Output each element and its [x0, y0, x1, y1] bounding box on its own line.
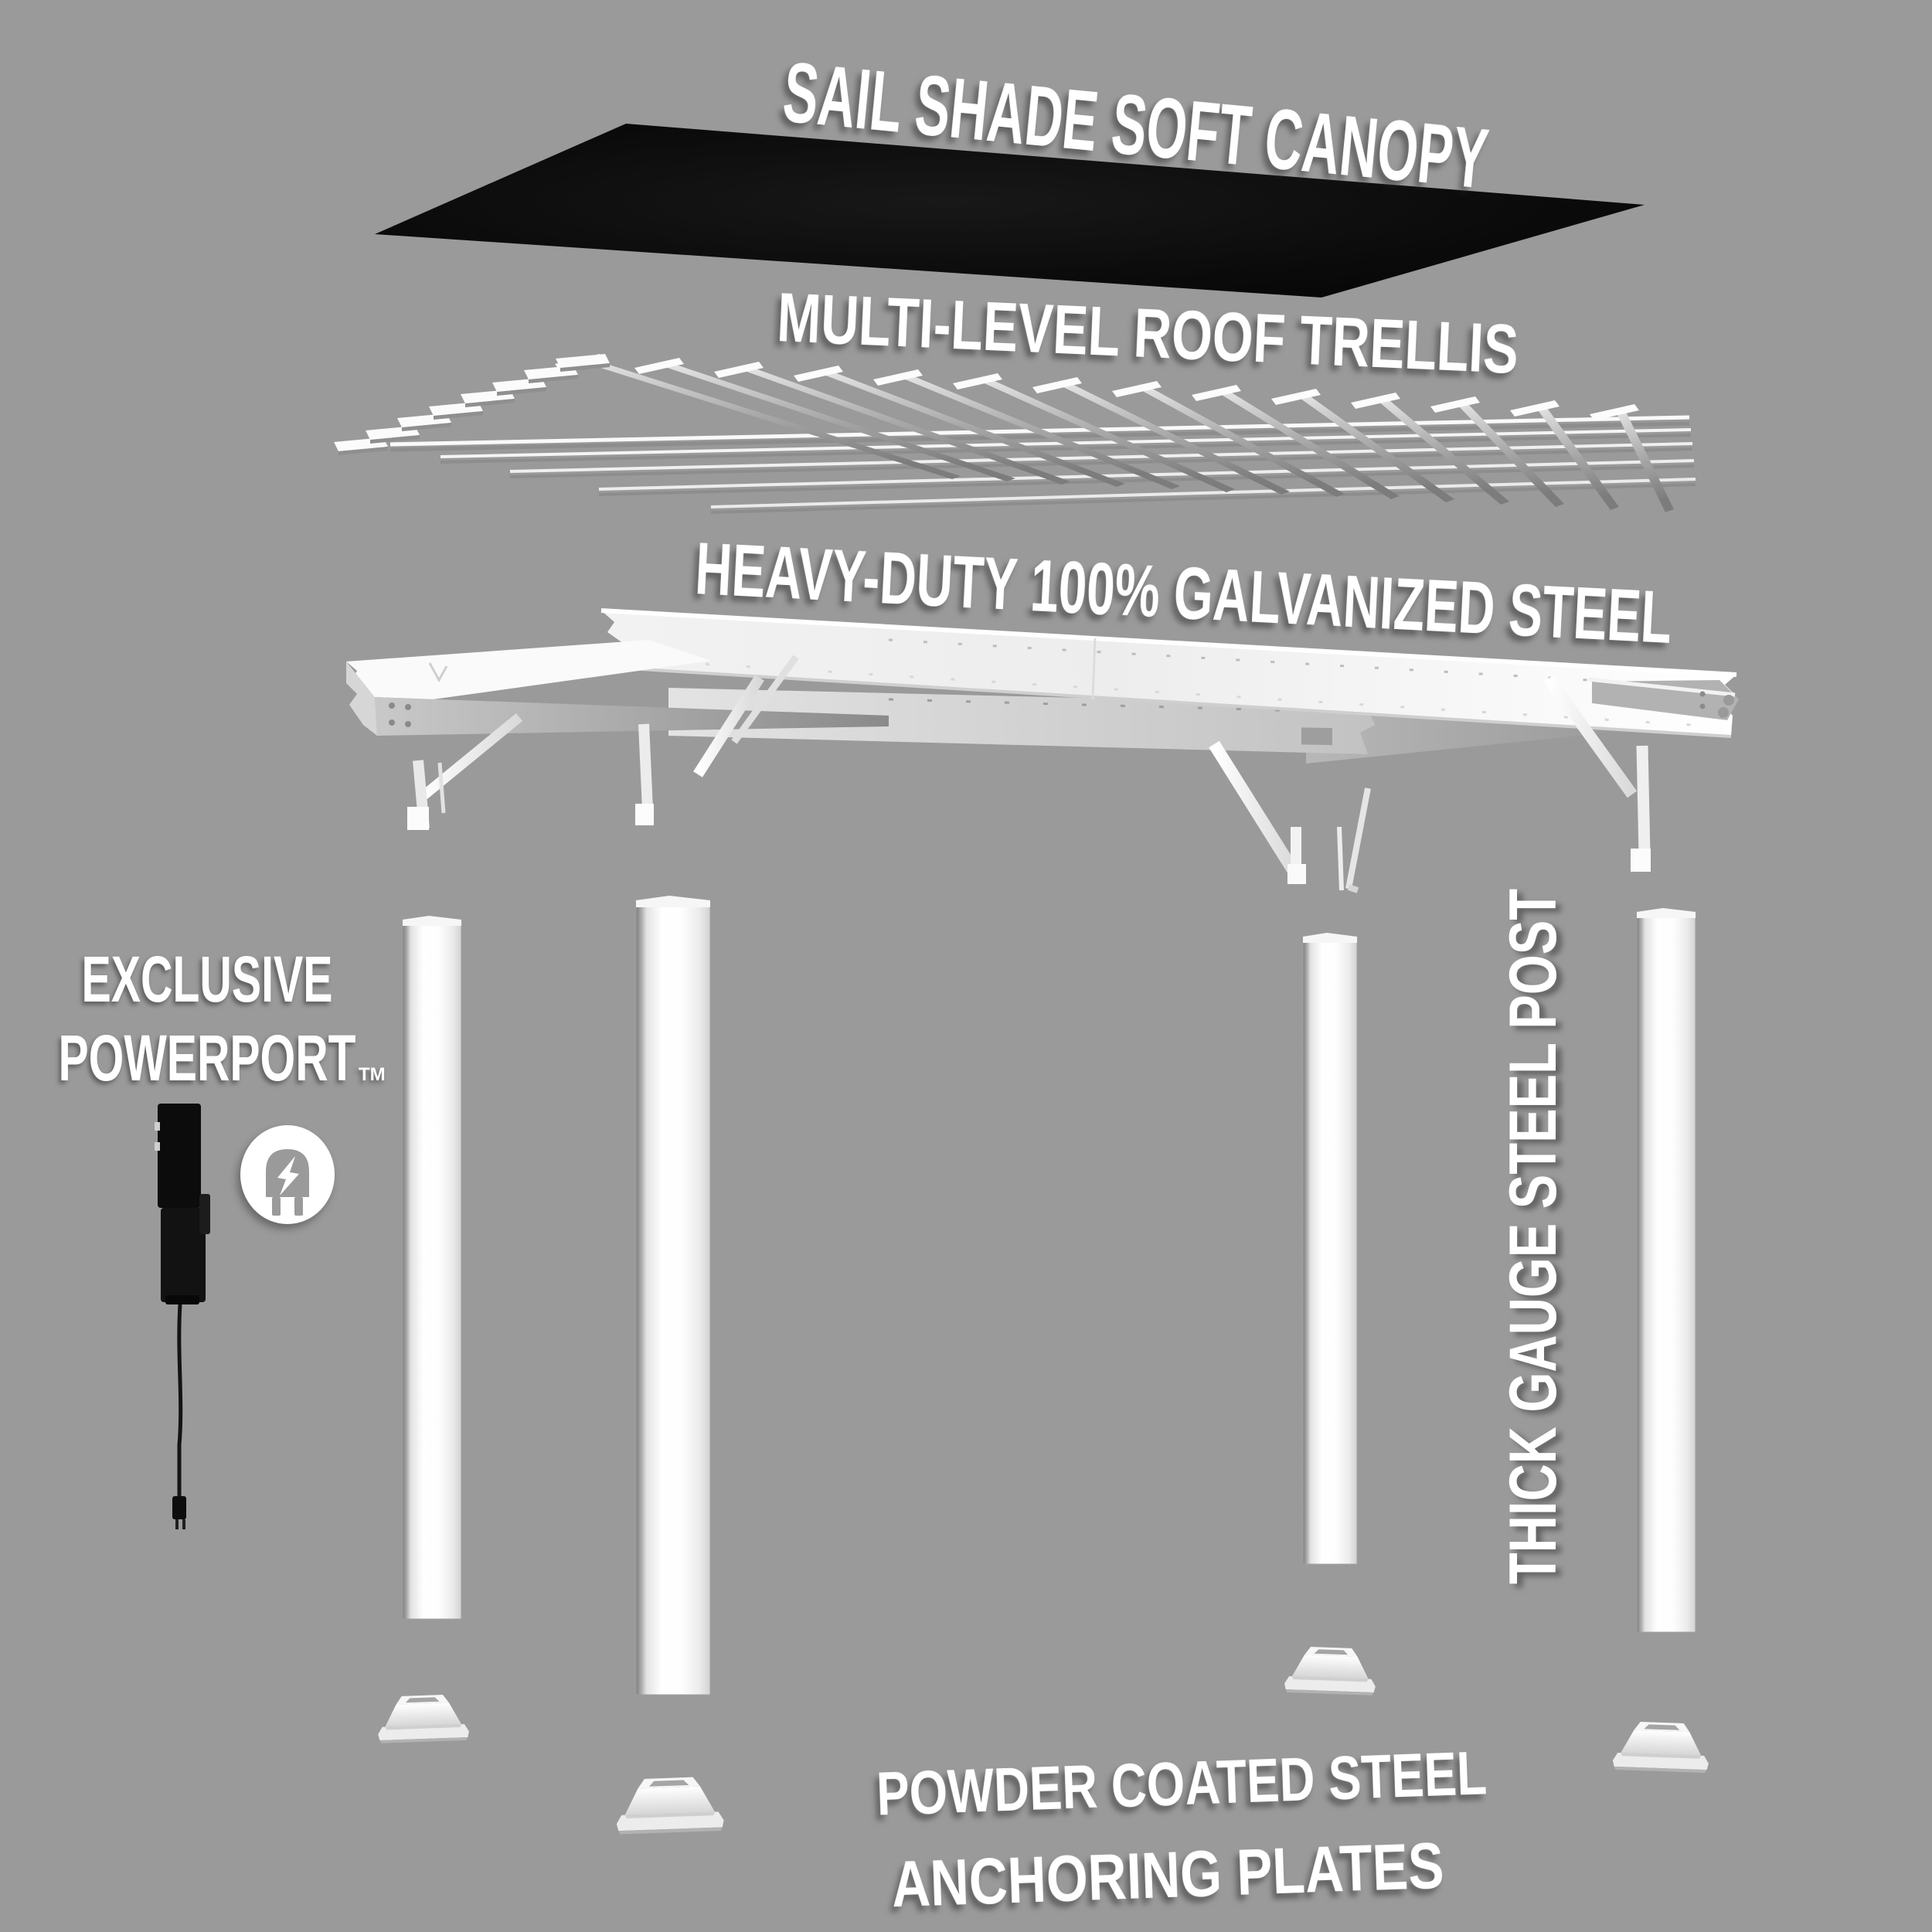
post-3	[1302, 933, 1358, 1565]
power-cord	[177, 1304, 183, 1498]
steel-posts	[402, 896, 1696, 1696]
post-1	[402, 916, 462, 1620]
rear-knee-braces	[1337, 787, 1371, 893]
right-rafter-bracket	[1587, 677, 1739, 720]
post-2	[635, 896, 711, 1696]
anchor-plate-3	[1284, 1645, 1377, 1696]
trellis-blades	[581, 359, 1674, 512]
post-4	[1636, 908, 1696, 1633]
knee-braces	[407, 655, 1651, 884]
anchor-plate-1	[376, 1693, 470, 1743]
sail-shade-canopy	[375, 124, 1645, 298]
cord-plug	[172, 1496, 186, 1519]
front-beam	[601, 611, 1736, 736]
roof-trellis	[334, 354, 1696, 514]
powerport-label-line1: EXCLUSIVE	[82, 943, 333, 1015]
trellis-label: MULTI-LEVEL ROOF TRELLIS	[776, 279, 1520, 389]
lightning-bolt-icon	[277, 1156, 299, 1196]
plates-label-line1: POWDER COATED STEEL	[876, 1738, 1488, 1828]
powerport-label-line2: POWERPORT	[59, 1022, 356, 1094]
plates-label-line2: ANCHORING PLATES	[890, 1829, 1445, 1921]
trellis-rails	[389, 415, 1696, 514]
galvanized-steel-frame	[346, 608, 1739, 893]
anchor-plate-4	[1612, 1720, 1710, 1774]
powerport-group: EXCLUSIVE POWERPORT TM	[59, 943, 386, 1529]
powerport-tm: TM	[359, 1064, 386, 1085]
post-label-vertical: THICK GAUGE STEEL POST	[1496, 889, 1570, 1584]
powerport-device	[155, 1104, 210, 1529]
anchor-plate-2	[614, 1776, 725, 1835]
power-plug-icon	[240, 1125, 335, 1224]
